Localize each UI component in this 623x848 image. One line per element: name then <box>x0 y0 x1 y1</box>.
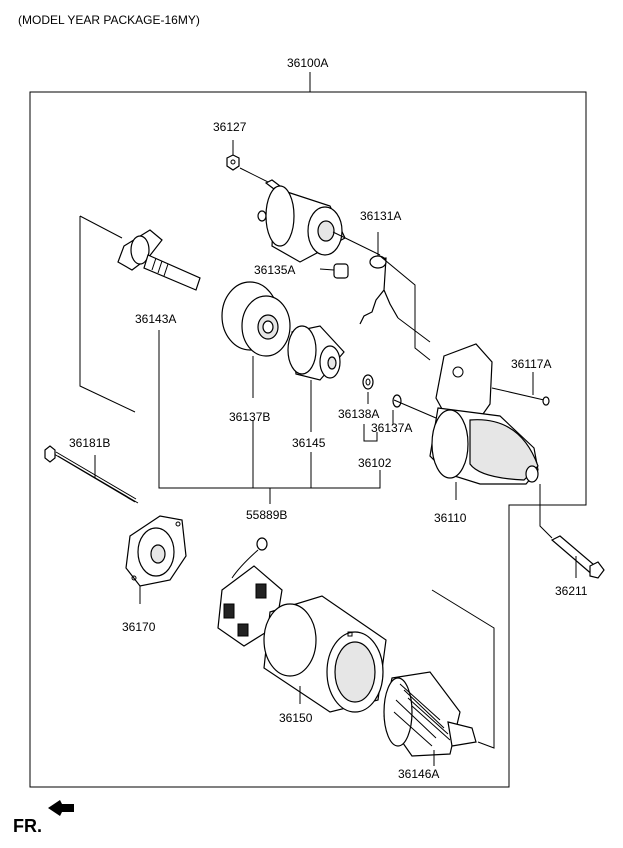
callout-36137B: 36137B <box>229 410 270 424</box>
assembly-part-number: 36100A <box>287 56 328 70</box>
front-direction-label: FR. <box>13 816 42 836</box>
end-cover-36170 <box>125 515 187 604</box>
drive-housing-36110 <box>379 255 539 500</box>
solenoid-switch <box>239 167 381 263</box>
callout-36138A: 36138A <box>338 407 379 421</box>
clutch-36145 <box>287 325 345 432</box>
front-direction-arrow-icon <box>48 800 74 816</box>
ring-36138A <box>362 374 374 404</box>
pinion-shaft-36143A <box>79 215 201 413</box>
callout-36110: 36110 <box>434 511 467 525</box>
nut-36127 <box>226 140 240 171</box>
model-year-package-label: (MODEL YEAR PACKAGE-16MY) <box>18 13 200 27</box>
drive-lever <box>359 232 399 325</box>
callout-36117A: 36117A <box>511 357 551 371</box>
callout-36143A: 36143A <box>135 312 176 326</box>
callout-36102: 36102 <box>358 456 392 470</box>
armature-36146A <box>383 589 495 766</box>
callout-36211: 36211 <box>555 584 588 598</box>
callout-36146A: 36146A <box>398 767 439 781</box>
bolt-36211 <box>539 484 605 579</box>
through-bolt-36181B <box>44 445 139 504</box>
assembly-frame <box>29 72 587 788</box>
bolt-36117A <box>491 372 550 406</box>
yoke-36150 <box>263 595 387 713</box>
callout-36145: 36145 <box>292 436 326 450</box>
callout-36135A: 36135A <box>254 263 295 277</box>
callout-36170: 36170 <box>122 620 156 634</box>
callout-36150: 36150 <box>279 711 313 725</box>
callout-55889B: 55889B <box>246 508 287 522</box>
callout-36137A: 36137A <box>371 421 412 435</box>
callout-36181B: 36181B <box>69 436 110 450</box>
plunger-spring-36135A <box>319 263 349 279</box>
ring-36137A <box>392 394 402 424</box>
group-bracket-55889B <box>158 330 381 504</box>
housing-36137B <box>221 281 291 398</box>
callout-36127: 36127 <box>213 120 247 134</box>
callout-36131A: 36131A <box>360 209 401 223</box>
